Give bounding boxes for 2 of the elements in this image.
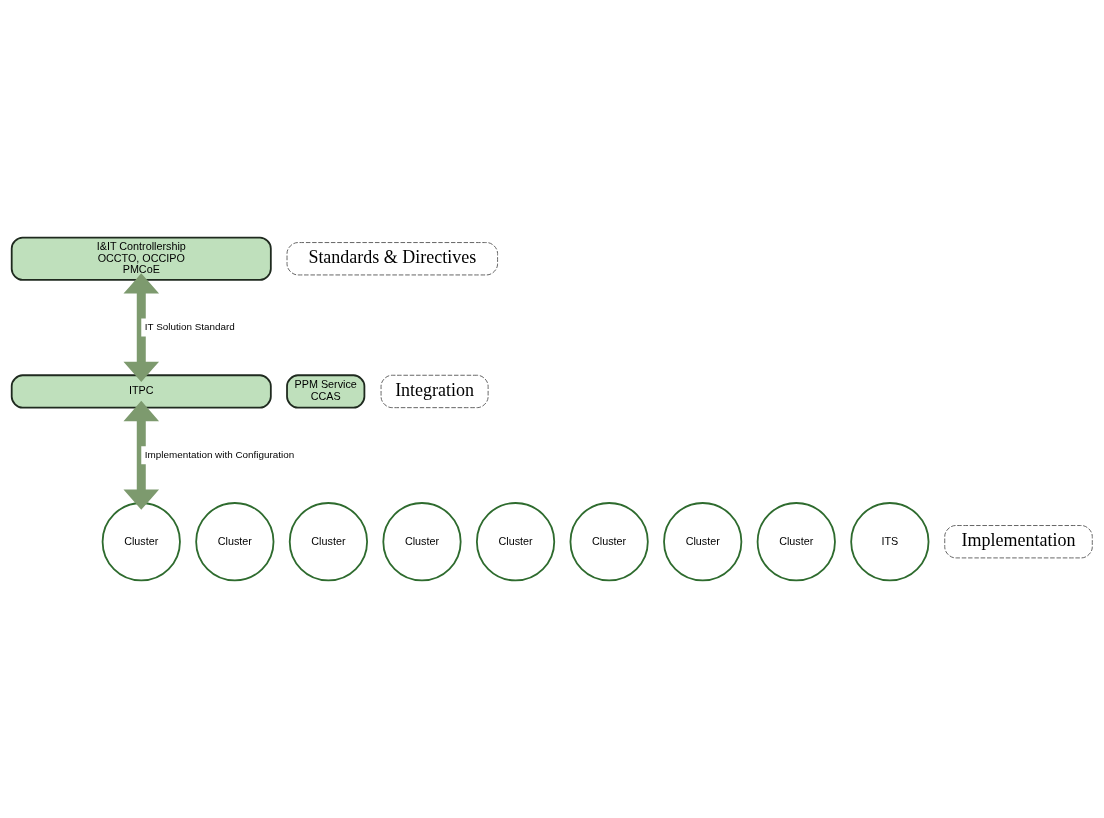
edge-label: Implementation with Configuration: [144, 448, 295, 460]
edge-label: IT Solution Standard: [144, 321, 235, 333]
